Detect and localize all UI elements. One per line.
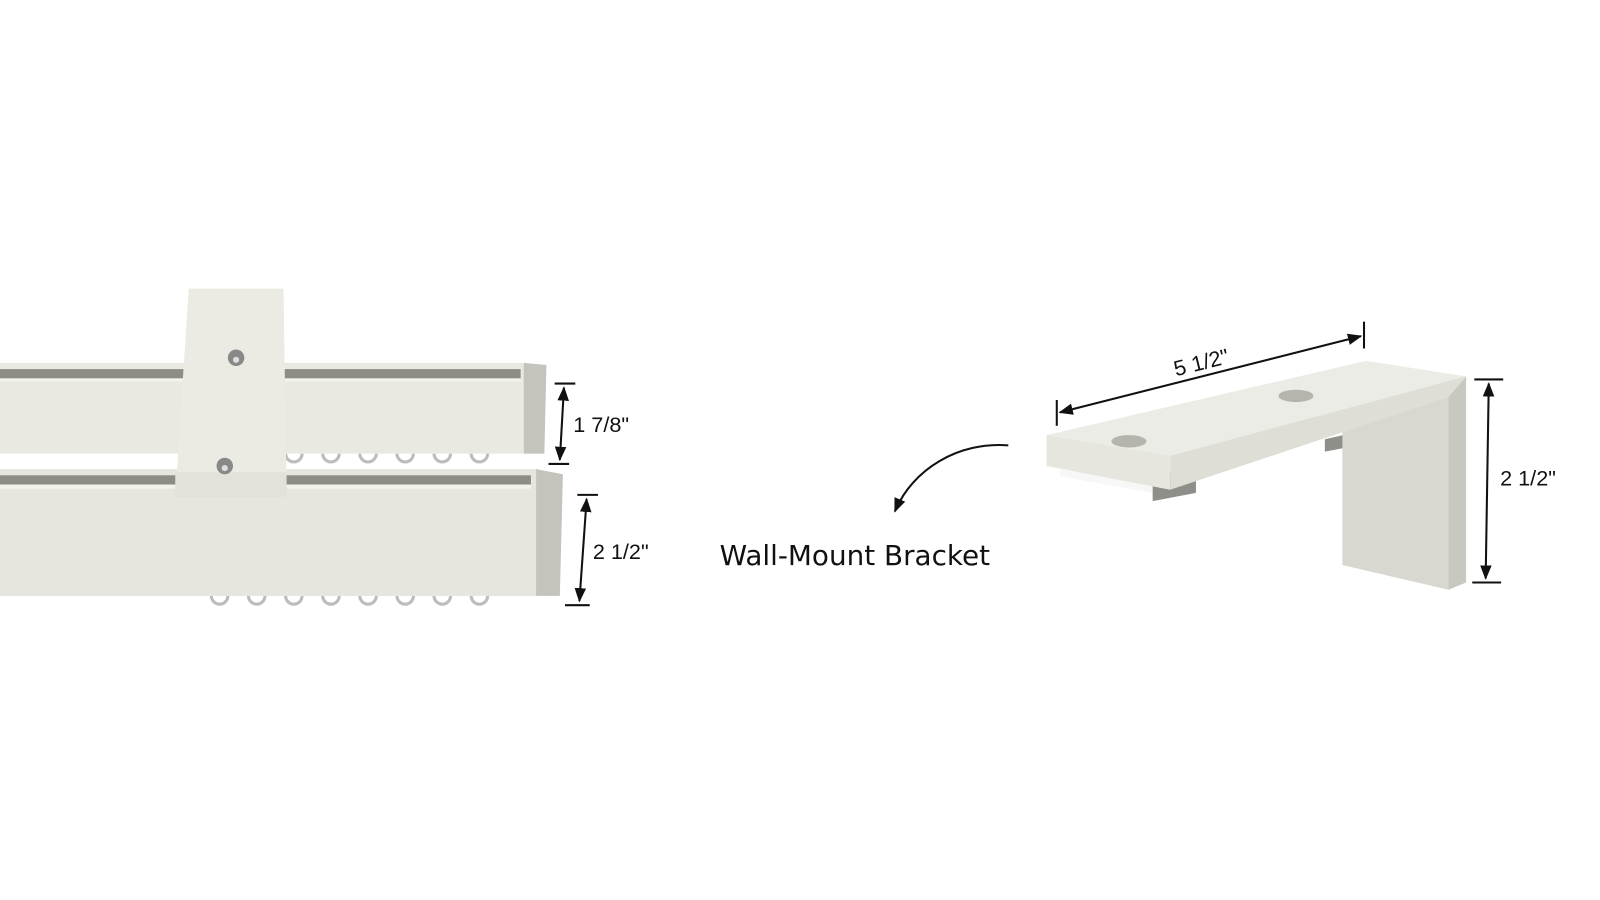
ceiling-bracket-plate xyxy=(175,288,287,497)
curved-arrow-icon xyxy=(893,443,1009,513)
large-rail-dimension xyxy=(564,493,598,607)
large-rail-height-label: 2 1/2" xyxy=(593,539,649,564)
curtain-hooks-top xyxy=(284,453,490,464)
small-rail-height-label: 1 7/8" xyxy=(573,412,629,437)
small-rail-dimension xyxy=(548,382,576,465)
bracket-depth-dimension xyxy=(1055,321,1366,426)
curtain-hooks-bottom xyxy=(209,595,490,606)
wall-mount-bracket xyxy=(1046,360,1467,590)
bracket-height-label: 2 1/2" xyxy=(1500,466,1556,491)
bracket-height-dimension xyxy=(1472,378,1504,584)
bracket-label: Wall-Mount Bracket xyxy=(720,539,990,572)
